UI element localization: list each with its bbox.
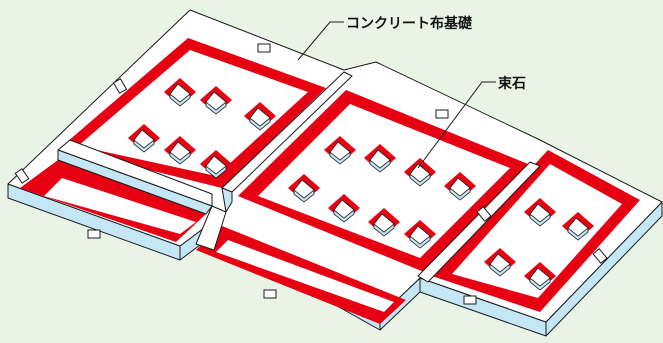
footing-stone-icon	[484, 248, 516, 277]
footing-stone-icon	[164, 78, 196, 107]
footing-stone-icon	[368, 208, 400, 237]
footing-stone-icon	[244, 102, 276, 131]
vent-icon	[476, 206, 492, 222]
room-center	[238, 90, 528, 272]
label-foundation: コンクリート布基礎	[297, 15, 473, 61]
footing-stone-icon	[288, 174, 320, 203]
vent-icon	[257, 43, 271, 53]
vent-icon	[592, 248, 608, 264]
vents	[14, 43, 608, 305]
footing-stone-icon	[444, 172, 476, 201]
footing-stone-icon	[404, 158, 436, 187]
vent-icon	[263, 289, 277, 299]
footing-stone-icon	[200, 86, 232, 115]
footing-stone-icon	[328, 194, 360, 223]
foundation-label: コンクリート布基礎	[346, 15, 473, 32]
footing-stone-icon	[364, 144, 396, 173]
footing-stone-icon	[524, 262, 556, 291]
footing-stones	[128, 78, 594, 291]
footing-stone-icon	[562, 212, 594, 241]
vent-icon	[463, 295, 477, 305]
footing-stone-icon	[324, 136, 356, 165]
footing-stone-icon	[200, 150, 232, 179]
vent-icon	[87, 229, 101, 239]
interior-walls	[57, 71, 541, 283]
vent-icon	[112, 78, 128, 94]
room-lower-left	[20, 160, 206, 242]
footing-stone-label: 束石	[498, 75, 526, 92]
room-lower-middle	[196, 226, 406, 324]
vent-icon	[435, 109, 449, 119]
vent-icon	[14, 168, 30, 184]
footing-stone-icon	[524, 198, 556, 227]
footing-stone-icon	[404, 220, 436, 249]
footing-stone-icon	[164, 136, 196, 165]
label-footing-stone: 束石	[417, 75, 526, 169]
footing-stone-icon	[128, 124, 160, 153]
